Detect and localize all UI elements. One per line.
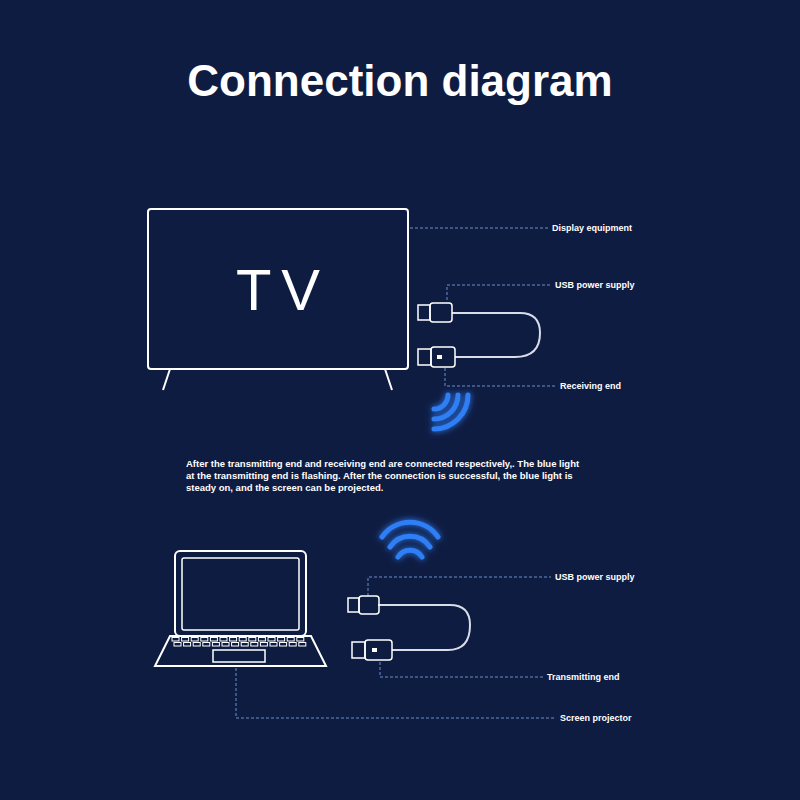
key bbox=[191, 638, 198, 642]
signal-arc bbox=[390, 536, 430, 547]
key bbox=[201, 638, 208, 642]
signal-arc bbox=[434, 395, 448, 409]
leader-line bbox=[447, 285, 551, 300]
key bbox=[220, 638, 227, 642]
key bbox=[232, 643, 239, 647]
key bbox=[193, 643, 200, 647]
signal-arc bbox=[434, 395, 458, 419]
key bbox=[241, 643, 248, 647]
cable bbox=[452, 313, 540, 357]
leader-line bbox=[410, 228, 548, 229]
laptop-base bbox=[155, 636, 326, 666]
usb-plug-body bbox=[359, 596, 379, 614]
indicator-light bbox=[372, 648, 377, 652]
key bbox=[297, 638, 304, 642]
key bbox=[260, 643, 267, 647]
key bbox=[251, 643, 258, 647]
key bbox=[174, 643, 181, 647]
key bbox=[210, 638, 217, 642]
indicator-light bbox=[437, 355, 442, 359]
tv-leg bbox=[385, 369, 392, 390]
callout-label: USB power supply bbox=[555, 571, 635, 583]
leader-line bbox=[445, 368, 556, 386]
key bbox=[280, 643, 287, 647]
keyboard bbox=[172, 638, 306, 647]
touchpad bbox=[213, 650, 265, 662]
key bbox=[278, 638, 285, 642]
dongle-body bbox=[365, 640, 392, 660]
callout-label: Transmitting end bbox=[547, 671, 620, 683]
tv-leg bbox=[163, 369, 170, 390]
note-text: After the transmitting end and receiving… bbox=[186, 458, 586, 494]
display-equipment-box: TV bbox=[147, 208, 409, 370]
tv-legs bbox=[163, 369, 392, 390]
key bbox=[287, 638, 294, 642]
title: Connection diagram bbox=[0, 56, 800, 106]
key bbox=[268, 638, 275, 642]
hdmi-plug bbox=[352, 642, 365, 658]
leader-line bbox=[368, 577, 551, 596]
key bbox=[182, 638, 189, 642]
signal-arc bbox=[398, 550, 422, 557]
laptop bbox=[155, 551, 326, 666]
node-label: TV bbox=[226, 256, 330, 323]
receiver-dongle bbox=[418, 303, 540, 367]
key bbox=[212, 643, 219, 647]
dongle-body bbox=[431, 347, 455, 367]
key bbox=[230, 638, 237, 642]
signal-arc bbox=[382, 522, 438, 537]
signal-arc bbox=[434, 395, 468, 429]
key bbox=[299, 643, 306, 647]
callout-label: Receiving end bbox=[560, 380, 621, 392]
key bbox=[270, 643, 277, 647]
key bbox=[172, 638, 179, 642]
key bbox=[239, 638, 246, 642]
usb-plug bbox=[418, 305, 430, 320]
leader-line bbox=[380, 662, 543, 677]
key bbox=[184, 643, 191, 647]
hdmi-plug bbox=[418, 349, 431, 365]
key bbox=[203, 643, 210, 647]
key bbox=[222, 643, 229, 647]
key bbox=[289, 643, 296, 647]
key bbox=[258, 638, 265, 642]
wireless-signal bbox=[434, 395, 468, 429]
laptop-screen bbox=[182, 558, 299, 630]
usb-plug bbox=[348, 598, 359, 612]
usb-plug-body bbox=[430, 303, 452, 322]
wireless-signal bbox=[382, 522, 438, 557]
key bbox=[249, 638, 256, 642]
callout-label: USB power supply bbox=[555, 279, 635, 291]
callout-label: Screen projector bbox=[560, 712, 632, 724]
laptop-lid bbox=[175, 551, 306, 636]
leader-line bbox=[236, 668, 556, 718]
callout-label: Display equipment bbox=[552, 222, 632, 234]
transmitter-dongle bbox=[348, 596, 470, 660]
